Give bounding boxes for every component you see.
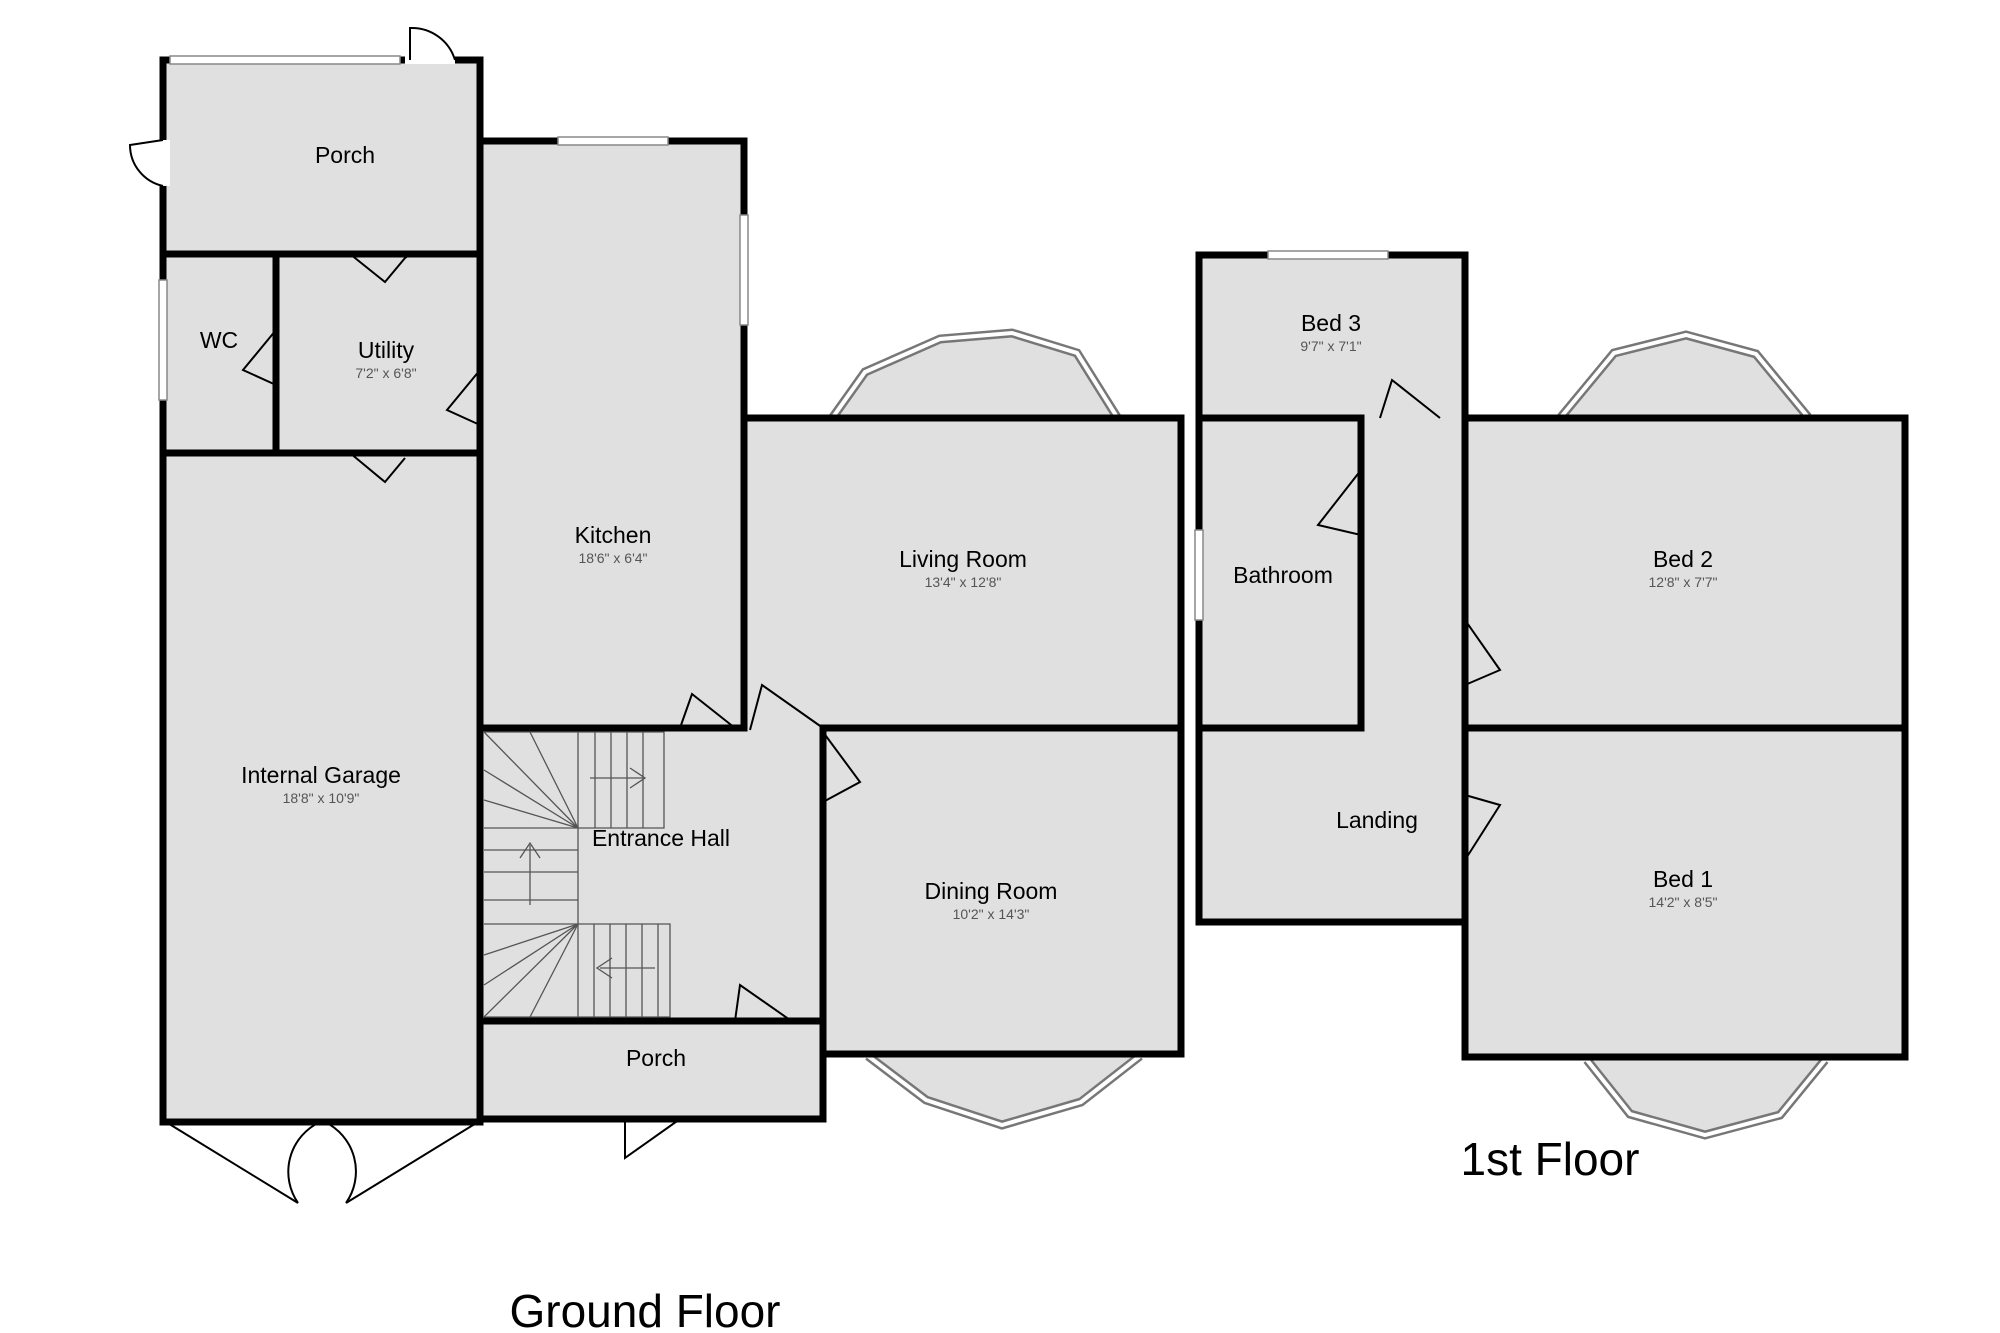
interior-walls-ground xyxy=(159,137,1185,1126)
window-bathroom xyxy=(1194,529,1204,621)
room-dims-bed3: 9'7" x 7'1" xyxy=(1300,338,1361,354)
room-fill-bed3 xyxy=(1199,255,1465,418)
room-dims-garage: 18'8" x 10'9" xyxy=(283,790,360,806)
room-label-bathroom: Bathroom xyxy=(1233,562,1333,588)
bay-window-dining-glass xyxy=(866,1054,1142,1128)
bay-fill-dining xyxy=(868,1056,1140,1125)
floor-title-first: 1st Floor xyxy=(1461,1133,1640,1185)
room-label-living: Living Room xyxy=(899,546,1027,572)
room-fill-landing xyxy=(1199,418,1465,922)
bay-window-living-glass xyxy=(831,330,1119,419)
doors-ground xyxy=(128,26,862,1204)
room-dims-living: 13'4" x 12'8" xyxy=(925,574,1002,590)
room-fill-bed1 xyxy=(1465,728,1905,1057)
first-floor-plan xyxy=(1194,250,1909,1140)
floor-titles: Ground Floor 1st Floor xyxy=(509,1133,1639,1333)
room-label-dining: Dining Room xyxy=(925,878,1058,904)
room-fill-utility xyxy=(276,254,480,453)
room-fill-dining xyxy=(823,728,1181,1054)
window-porch-rear xyxy=(169,55,401,65)
bay-fill-living xyxy=(833,333,1117,417)
window-kitchen-top xyxy=(557,136,669,146)
room-dims-bed1: 14'2" x 8'5" xyxy=(1649,894,1718,910)
room-dims-dining: 10'2" x 14'3" xyxy=(953,906,1030,922)
room-label-porch-rear: Porch xyxy=(315,142,375,168)
room-dims-utility: 7'2" x 6'8" xyxy=(355,365,416,381)
room-label-garage: Internal Garage xyxy=(241,762,401,788)
staircase[interactable] xyxy=(483,731,671,1018)
window-bed3 xyxy=(1267,250,1389,260)
room-label-utility: Utility xyxy=(358,337,415,363)
room-label-landing: Landing xyxy=(1336,807,1418,833)
room-label-porch-front: Porch xyxy=(626,1045,686,1071)
room-label-bed2: Bed 2 xyxy=(1653,546,1713,572)
room-dims-kitchen: 18'6" x 6'4" xyxy=(579,550,648,566)
window-wc xyxy=(158,279,168,401)
room-fill-hall xyxy=(480,728,823,1021)
ground-floor-plan xyxy=(128,26,1185,1204)
bay-window-bed1-glass xyxy=(1585,1058,1827,1138)
room-label-bed3: Bed 3 xyxy=(1301,310,1361,336)
room-fill-bed2 xyxy=(1465,418,1905,728)
room-fill-wc xyxy=(163,254,276,453)
room-fill-garage xyxy=(163,453,480,1122)
room-label-kitchen: Kitchen xyxy=(575,522,652,548)
floor-title-ground: Ground Floor xyxy=(509,1285,780,1333)
bay-window-bed2-glass xyxy=(1559,332,1810,419)
room-label-wc: WC xyxy=(200,327,238,353)
window-kitchen-side xyxy=(739,214,749,326)
room-fill-living xyxy=(744,418,1181,728)
room-fill-porch-rear xyxy=(163,60,480,254)
room-labels: Porch WC Utility 7'2" x 6'8" Kitchen 18'… xyxy=(200,142,1718,1071)
room-dims-bed2: 12'8" x 7'7" xyxy=(1649,574,1718,590)
interior-walls-first xyxy=(1195,414,1909,1061)
room-label-bed1: Bed 1 xyxy=(1653,866,1713,892)
room-label-hall: Entrance Hall xyxy=(592,825,730,851)
first-floor-outer-wall xyxy=(1195,251,1909,1061)
room-fill-porch-front xyxy=(480,1021,823,1119)
doors-first xyxy=(1316,378,1502,861)
room-fill-kitchen xyxy=(480,141,744,728)
